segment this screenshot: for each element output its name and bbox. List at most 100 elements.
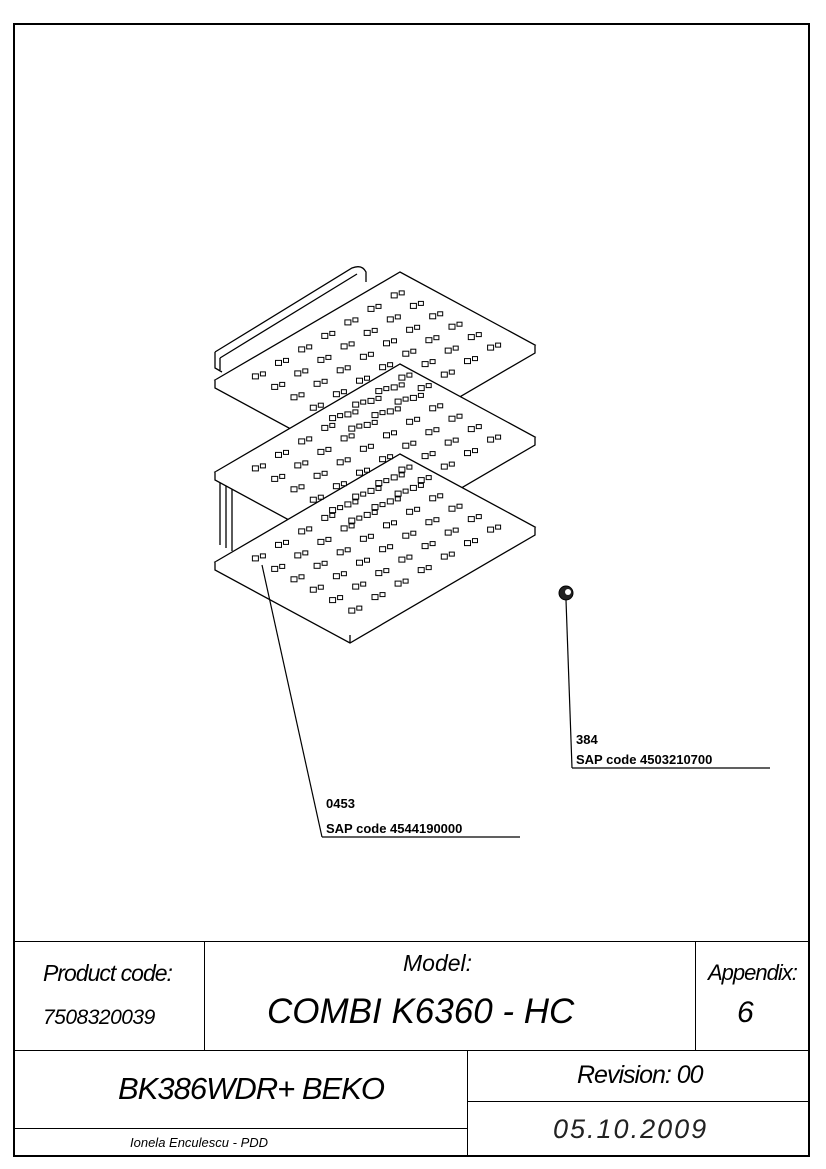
perforation-slot xyxy=(394,406,401,412)
perforation-slot xyxy=(390,292,398,299)
perforation-slot xyxy=(394,496,401,502)
perforation-slot xyxy=(367,397,375,404)
perforation-slot xyxy=(383,432,390,439)
perforation-slot xyxy=(279,473,286,479)
product-code-label: Product code: xyxy=(43,960,173,986)
perforation-slot xyxy=(294,552,302,559)
perforation-slot xyxy=(444,347,452,354)
perforation-slot xyxy=(290,486,298,493)
perforation-slot xyxy=(425,565,432,571)
perforation-slot xyxy=(379,364,387,371)
perforation-slot xyxy=(352,499,359,505)
perforation-slot xyxy=(344,501,352,508)
perforation-slot xyxy=(352,317,359,323)
perforation-slot xyxy=(379,502,386,508)
perforation-slot xyxy=(375,303,382,309)
date-cell: 05.10.2009 xyxy=(467,1101,810,1157)
perforation-slot xyxy=(367,305,375,312)
callout-0453-sap: SAP code 4544190000 xyxy=(326,821,462,836)
perforation-slot xyxy=(429,451,436,457)
perforation-slot xyxy=(386,316,394,323)
product-name: BK386WDR+ BEKO xyxy=(118,1071,385,1106)
perforation-slot xyxy=(344,365,351,371)
perforation-slot xyxy=(344,319,352,326)
perforation-slot xyxy=(298,346,306,353)
perforation-slot xyxy=(325,536,332,542)
perforation-slot xyxy=(337,505,344,511)
author-name: Ionela Enculescu - PDD xyxy=(130,1135,269,1150)
perforation-slot xyxy=(394,490,402,497)
perforation-slot xyxy=(321,514,329,521)
perforation-slot xyxy=(317,538,325,545)
perforation-slot xyxy=(475,514,482,520)
perforation-slot xyxy=(452,345,459,351)
perforation-slot xyxy=(298,574,305,580)
perforation-slot xyxy=(348,517,356,524)
perforation-slot xyxy=(394,580,402,587)
perforation-slot xyxy=(437,403,444,409)
perforation-slot xyxy=(371,504,379,511)
perforation-slot xyxy=(329,330,336,336)
perforation-slot xyxy=(472,538,478,544)
perforation-slot xyxy=(417,477,425,484)
perforation-slot xyxy=(348,607,356,614)
perforation-slot xyxy=(340,525,348,532)
perforation-slot xyxy=(375,570,383,577)
knob-part xyxy=(558,585,574,601)
perforation-slot xyxy=(352,409,359,415)
callout-384-number: 384 xyxy=(576,732,598,747)
product-code-value: 7508320039 xyxy=(43,1006,155,1029)
perforation-slot xyxy=(306,436,313,442)
perforation-slot xyxy=(394,398,402,405)
perforation-slot xyxy=(448,461,455,467)
perforation-slot xyxy=(364,557,370,563)
perforation-slot xyxy=(402,488,409,494)
perforation-slot xyxy=(406,372,413,378)
perforation-slot xyxy=(495,434,502,440)
perforation-slot xyxy=(444,439,452,446)
perforation-slot xyxy=(456,503,463,509)
perforation-slot xyxy=(456,321,463,327)
perforation-slot xyxy=(452,527,459,533)
perforation-slot xyxy=(417,385,425,392)
perforation-slot xyxy=(348,433,355,439)
perforation-slot xyxy=(402,396,409,402)
author-cell: Ionela Enculescu - PDD xyxy=(13,1128,468,1157)
perforation-slot xyxy=(444,529,452,536)
perforation-slot xyxy=(448,323,456,330)
perforation-slot xyxy=(332,573,340,580)
perforation-slot xyxy=(475,424,482,430)
perforation-slot xyxy=(398,472,405,478)
perforation-slot xyxy=(417,392,424,398)
perforation-slot xyxy=(340,481,347,487)
perforation-slot xyxy=(433,335,440,341)
perforation-slot xyxy=(259,463,266,469)
perforation-slot xyxy=(271,565,279,572)
perforation-slot xyxy=(379,592,386,598)
perforation-slot xyxy=(363,421,371,428)
perforation-slot xyxy=(321,378,328,384)
perforation-slot xyxy=(375,480,383,487)
perforation-slot xyxy=(317,356,325,363)
perforation-slot xyxy=(487,344,495,351)
perforation-slot xyxy=(391,520,397,526)
perforation-slot xyxy=(302,368,309,374)
perforation-slot xyxy=(402,578,409,584)
perforation-slot xyxy=(398,374,406,381)
perforation-slot xyxy=(371,419,378,425)
perforation-slot xyxy=(414,416,421,422)
perforation-slot xyxy=(425,383,432,389)
perforation-slot xyxy=(325,446,332,452)
perforation-slot xyxy=(390,474,398,481)
perforation-slot xyxy=(251,465,259,472)
perforation-slot xyxy=(406,418,414,425)
perforation-slot xyxy=(417,567,425,574)
perforation-slot xyxy=(359,535,367,542)
perforation-slot xyxy=(360,581,367,587)
perforation-slot xyxy=(367,487,375,494)
perforation-slot xyxy=(325,354,332,360)
perforation-slot xyxy=(487,436,495,443)
perforation-slot xyxy=(251,555,259,562)
perforation-slot xyxy=(290,576,298,583)
perforation-slot xyxy=(394,314,401,320)
